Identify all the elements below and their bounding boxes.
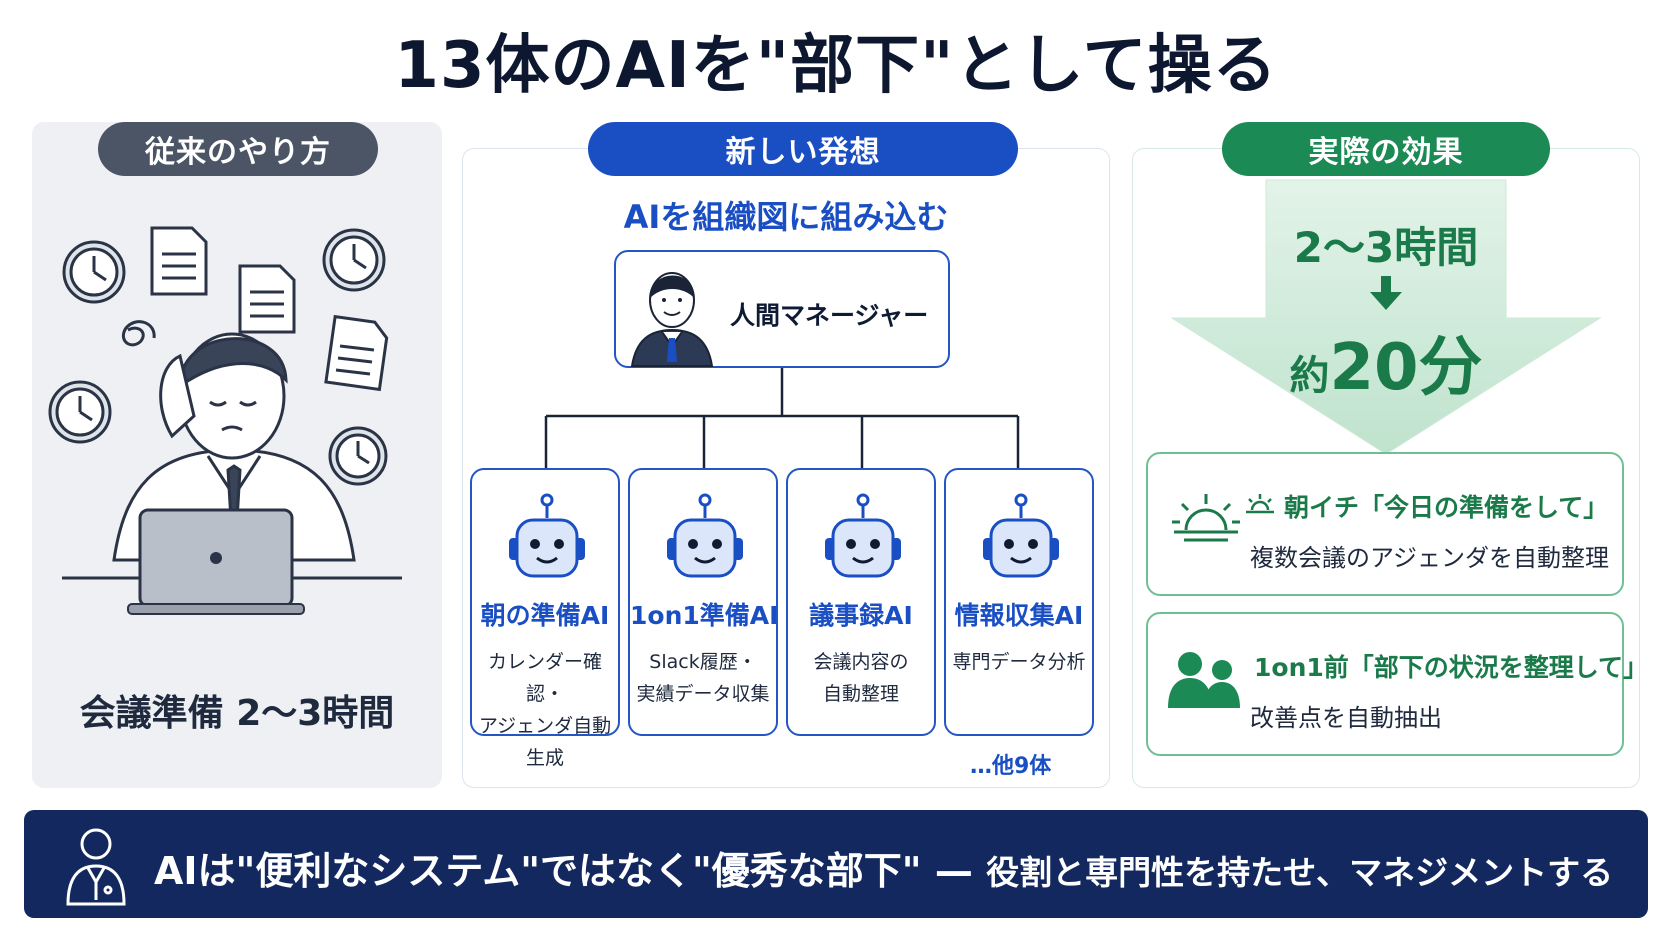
- robot-icon: [825, 493, 901, 578]
- document-icon: [324, 314, 389, 392]
- reduction-arrow-shape: [1170, 179, 1602, 455]
- page-title: 13体のAIを"部下"として操る: [394, 29, 1278, 103]
- agent-card-minutes: 議事録AI 会議内容の自動整理: [786, 468, 936, 736]
- robot-icon: [983, 493, 1059, 578]
- agent-card-research: 情報収集AI 専門データ分析: [944, 468, 1094, 736]
- agent-desc: Slack履歴・実績データ収集: [636, 651, 770, 705]
- document-icon: [150, 226, 208, 296]
- robot-icon: [667, 493, 743, 578]
- effect-card-morning: 朝イチ「今日の準備をして」 複数会議のアジェンダを自動整理: [1146, 452, 1624, 596]
- agent-name: 議事録AI: [809, 601, 913, 630]
- stressed-worker-illustration: [48, 226, 402, 615]
- footer-message: AIは"便利なシステム"ではなく"優秀な部下" — 役割と専門性を持たせ、マネジ…: [154, 849, 1614, 893]
- footer-banner: AIは"便利なシステム"ではなく"優秀な部下" — 役割と専門性を持たせ、マネジ…: [24, 810, 1648, 918]
- document-icon: [238, 264, 296, 334]
- agent-name: 朝の準備AI: [480, 601, 610, 630]
- agent-name: 1on1準備AI: [630, 601, 779, 630]
- effect-desc: 複数会議のアジェンダを自動整理: [1250, 544, 1610, 572]
- label-effect: 実際の効果: [1222, 122, 1550, 176]
- label-new-idea: 新しい発想: [588, 122, 1018, 176]
- manager-avatar-icon: [630, 272, 714, 367]
- clock-icon: [322, 228, 386, 292]
- agent-card-morning: 朝の準備AI カレンダー確認・アジェンダ自動生成: [470, 468, 620, 769]
- effect-title: 1on1前「部下の状況を整理して」: [1254, 653, 1649, 682]
- before-time: 2〜3時間: [1293, 223, 1479, 272]
- clock-icon: [48, 380, 112, 444]
- robot-icon: [509, 493, 585, 578]
- effect-title: 朝イチ「今日の準備をして」: [1284, 493, 1609, 522]
- effect-desc: 改善点を自動抽出: [1250, 704, 1442, 732]
- stress-swirl-icon: [121, 320, 156, 347]
- small-sunrise-icon: [1246, 494, 1274, 514]
- after-time: 約20分: [1289, 331, 1483, 405]
- new-idea-subtitle: AIを組織図に組み込む: [623, 198, 949, 236]
- agent-name: 情報収集AI: [954, 601, 1084, 630]
- traditional-time: 会議準備 2〜3時間: [79, 693, 395, 734]
- other-agents-note: …他9体: [970, 754, 1052, 779]
- clock-icon: [328, 426, 388, 486]
- arrow-down-icon: [1370, 276, 1402, 310]
- agent-desc: カレンダー確認・アジェンダ自動生成: [478, 651, 612, 769]
- agent-desc: 会議内容の自動整理: [813, 651, 909, 705]
- sunrise-icon: [1172, 494, 1240, 542]
- clock-icon: [62, 240, 126, 304]
- org-connector-lines: [544, 368, 1020, 468]
- manager-label: 人間マネージャー: [730, 301, 929, 330]
- agent-desc: 専門データ分析: [952, 651, 1086, 673]
- effect-card-1on1: 1on1前「部下の状況を整理して」 改善点を自動抽出: [1146, 612, 1648, 756]
- people-icon: [1168, 652, 1240, 708]
- agent-card-1on1: 1on1準備AI Slack履歴・実績データ収集: [628, 468, 778, 736]
- label-traditional: 従来のやり方: [98, 122, 378, 176]
- businessman-icon: [66, 828, 126, 906]
